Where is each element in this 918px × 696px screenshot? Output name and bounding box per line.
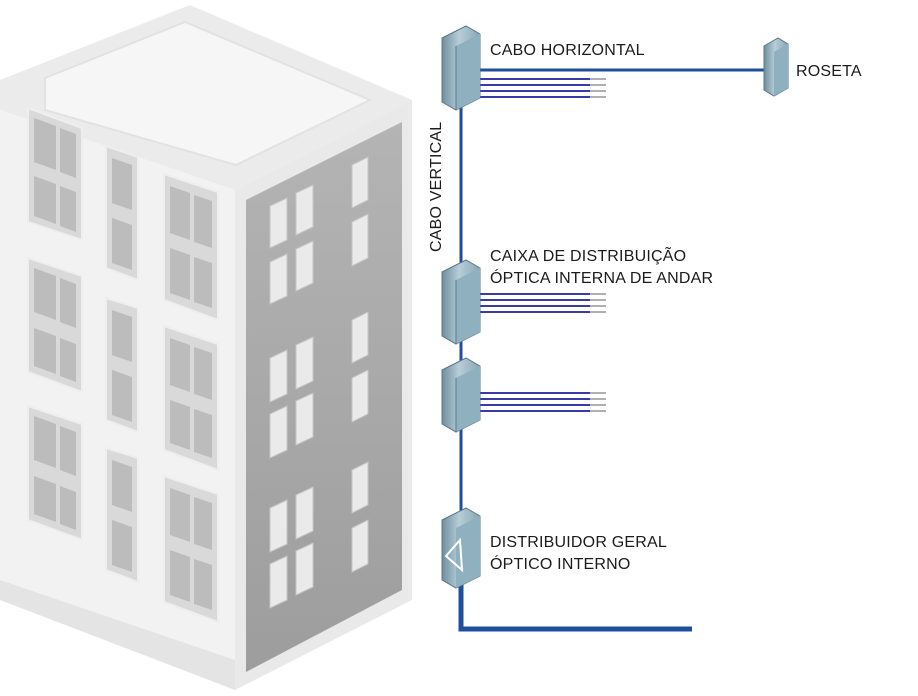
- fiber-bundle-lower: [478, 392, 606, 412]
- optical-outlet-icon: [763, 37, 789, 97]
- fiber-distribution-box-icon: [441, 259, 481, 345]
- outlet-label: ROSETA: [796, 63, 862, 80]
- floor-box-label-line1: CAIXA DE DISTRIBUIÇÃO: [490, 248, 687, 265]
- floor-box-label-line2: ÓPTICA INTERNA DE ANDAR: [490, 270, 714, 287]
- main-distributor-label-line1: DISTRIBUIDOR GERAL: [490, 534, 667, 551]
- fiber-distribution-box-icon: [441, 357, 481, 433]
- main-distributor-label-line2: ÓPTICO INTERNO: [490, 556, 631, 573]
- vertical-cable-label: CABO VERTICAL: [428, 121, 445, 252]
- building-illustration: [0, 5, 412, 690]
- side-windows: [269, 156, 369, 609]
- fiber-bundle-top: [478, 78, 606, 98]
- horizontal-cable-label: CABO HORIZONTAL: [490, 42, 645, 59]
- front-window-panes: [34, 118, 212, 610]
- fiber-bundles: [478, 78, 606, 412]
- entrance-cable-line: [458, 580, 692, 632]
- fiber-bundle-middle: [478, 293, 606, 313]
- fiber-distribution-box-icon: [441, 25, 481, 111]
- main-distributor-icon: [441, 507, 481, 589]
